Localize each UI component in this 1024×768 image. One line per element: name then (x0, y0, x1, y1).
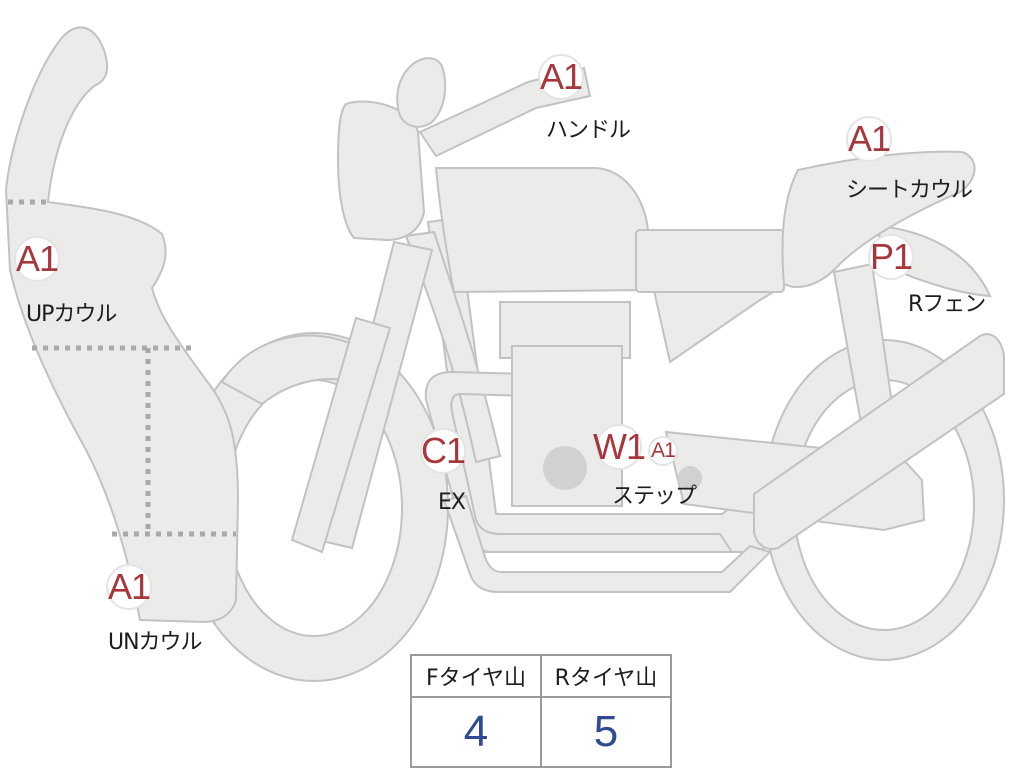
frame-down (404, 230, 502, 464)
label-exhaust: EX (438, 490, 466, 515)
fork-lower (290, 316, 392, 554)
seat-cowl-part (781, 150, 976, 288)
marker-seat-cowl[interactable]: A1 (846, 116, 892, 162)
label-seat-cowl: シートカウル (846, 178, 973, 203)
tire-table-header-row: Fタイヤ山 Rタイヤ山 (410, 654, 672, 698)
tire-table-value-row: 4 5 (410, 696, 672, 768)
engine-cover (543, 446, 587, 490)
fuel-tank (434, 167, 652, 294)
seat (635, 229, 785, 293)
rear-wheel (762, 339, 1005, 661)
label-under-cowl: UNカウル (108, 630, 203, 655)
rear-tire-value: 5 (540, 696, 672, 768)
front-tire-header: Fタイヤ山 (410, 654, 542, 698)
label-up-cowl: UPカウル (26, 302, 117, 327)
marker-step-a[interactable]: A1 (648, 436, 678, 466)
marker-step-w[interactable]: W1 (593, 424, 646, 470)
rear-tire-header: Rタイヤ山 (540, 654, 672, 698)
marker-exhaust[interactable]: C1 (420, 428, 466, 474)
label-step: ステップ (612, 484, 697, 509)
label-rear-fender: Rフェン (908, 292, 986, 317)
exhaust-pipe-lower (442, 494, 772, 593)
front-tire-value: 4 (410, 696, 542, 768)
marker-rear-fender[interactable]: P1 (868, 234, 914, 280)
marker-handle[interactable]: A1 (538, 54, 584, 100)
tire-tread-table: Fタイヤ山 Rタイヤ山 4 5 (410, 654, 672, 768)
step-peg-dot (678, 466, 702, 490)
marker-up-cowl[interactable]: A1 (14, 236, 60, 282)
mirror (396, 57, 447, 128)
front-cowl (4, 26, 240, 624)
label-handle: ハンドル (546, 118, 631, 143)
muffler (753, 333, 1005, 550)
marker-under-cowl[interactable]: A1 (106, 564, 152, 610)
